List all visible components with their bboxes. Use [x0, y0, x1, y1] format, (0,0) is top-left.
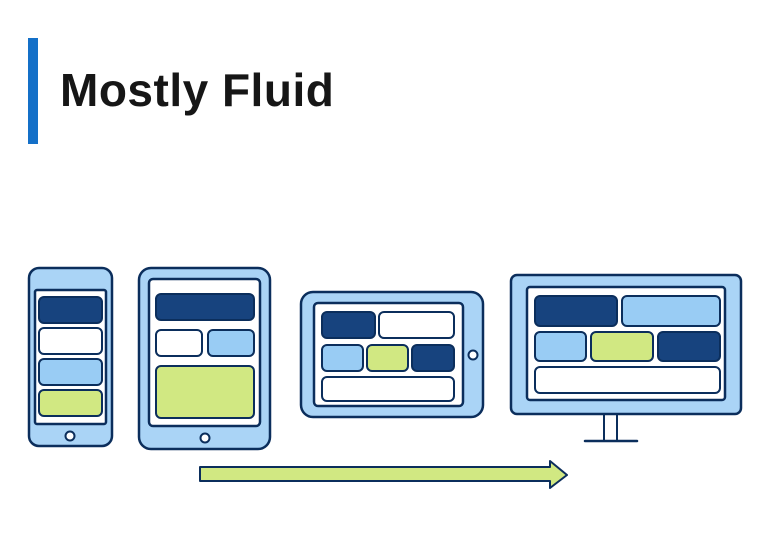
- tablet-block-4: [155, 365, 255, 419]
- title-accent-bar: [28, 38, 38, 144]
- tablet-block-2: [155, 329, 203, 357]
- landscape-home-button: [467, 349, 479, 361]
- monitor-block-3: [534, 331, 587, 362]
- monitor-block-1: [534, 295, 618, 327]
- tablet-block-1: [155, 293, 255, 321]
- phone-block-3: [38, 358, 103, 386]
- slide-title: Mostly Fluid: [60, 64, 335, 116]
- landscape-block-4: [366, 344, 409, 372]
- monitor-block-4: [590, 331, 654, 362]
- monitor-block-5: [657, 331, 721, 362]
- monitor-stand: [603, 413, 618, 442]
- right-arrow-icon: [199, 460, 568, 489]
- small-tablet-device: [137, 266, 272, 451]
- monitor-block-6: [534, 366, 721, 394]
- landscape-block-3: [321, 344, 364, 372]
- phone-device: [27, 266, 114, 448]
- tablet-block-3: [207, 329, 255, 357]
- landscape-block-2: [378, 311, 455, 339]
- phone-block-4: [38, 389, 103, 417]
- desktop-monitor-device: [509, 273, 743, 443]
- phone-block-2: [38, 327, 103, 355]
- phone-block-1: [38, 296, 103, 324]
- landscape-block-1: [321, 311, 376, 339]
- phone-home-button: [64, 430, 76, 442]
- landscape-tablet-device: [299, 290, 485, 419]
- tablet-home-button: [199, 432, 211, 444]
- monitor-block-2: [621, 295, 721, 327]
- landscape-block-6: [321, 376, 455, 402]
- landscape-block-5: [411, 344, 455, 372]
